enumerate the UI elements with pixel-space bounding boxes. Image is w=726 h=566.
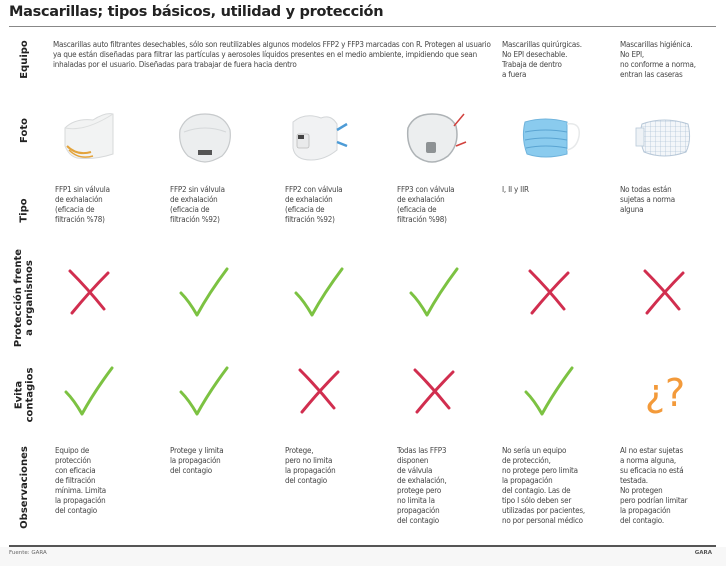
svg-text:¿?: ¿? <box>645 371 685 415</box>
observaciones-cell: Protege y limita la propagación del cont… <box>170 446 224 475</box>
observaciones-cell: No sería un equipo de protección, no pro… <box>502 446 586 525</box>
tipo-cell: FFP2 sin válvula de exhalación (eficacia… <box>170 185 225 224</box>
check-icon <box>175 263 235 323</box>
check-icon <box>60 362 120 422</box>
check-icon <box>290 263 350 323</box>
surgical-mask-photo <box>505 100 595 172</box>
cross-icon <box>60 263 120 323</box>
observaciones-cell: Equipo de protección con eficacia de fil… <box>55 446 107 515</box>
observaciones-cell: Todas las FFP3 disponen de válvula de ex… <box>397 446 447 525</box>
tipo-cell: No todas están sujetas a norma alguna <box>620 185 675 214</box>
cross-icon <box>405 362 465 422</box>
cross-icon <box>520 263 580 323</box>
row-label-text: Tipo <box>18 197 30 223</box>
page-title: Mascarillas; tipos básicos, utilidad y p… <box>9 4 384 20</box>
row-label-equipo: Equipo <box>14 34 34 84</box>
equipo-higienica-text: Mascarillas higiénica. No EPI, no confor… <box>620 40 696 79</box>
check-icon <box>520 362 580 422</box>
cross-icon <box>635 263 695 323</box>
ffp2-mask-photo <box>160 100 250 172</box>
ffp2-valve-mask-photo <box>275 100 365 172</box>
observaciones-cell: Protege, pero no limita la propagación d… <box>285 446 336 485</box>
ffp1-mask-photo <box>45 100 135 172</box>
equipo-quirurgica-text: Mascarillas quirúrgicas. No EPI desechab… <box>502 40 582 79</box>
bottom-divider <box>9 545 716 547</box>
row-label-text: Observaciones <box>18 445 30 529</box>
row-label-foto: Foto <box>14 100 34 160</box>
tipo-cell: FFP2 con válvula de exhalación (eficacia… <box>285 185 343 224</box>
row-label-text: Foto <box>18 117 30 143</box>
brand-logo: GARA <box>694 550 712 556</box>
tipo-cell: FFP3 con válvula de exhalación (eficacia… <box>397 185 455 224</box>
row-label-observaciones: Observaciones <box>14 442 34 532</box>
ffp3-valve-mask-photo <box>390 100 480 172</box>
row-label-text: Equipo <box>18 39 30 79</box>
check-icon <box>405 263 465 323</box>
equipo-ffp-text: Mascarillas auto filtrantes desechables,… <box>53 40 491 69</box>
hygienic-mask-photo <box>620 100 710 172</box>
row-label-tipo: Tipo <box>14 180 34 240</box>
tipo-cell: I, II y IIR <box>502 185 529 194</box>
footer <box>0 547 726 566</box>
source-text: Fuente: GARA <box>9 550 47 556</box>
title-divider <box>9 26 716 27</box>
tipo-cell: FFP1 sin válvula de exhalación (eficacia… <box>55 185 110 224</box>
cross-icon <box>290 362 350 422</box>
observaciones-cell: Al no estar sujetas a norma alguna, su e… <box>620 446 688 525</box>
question-icon: ¿? <box>635 362 695 422</box>
check-icon <box>175 362 235 422</box>
